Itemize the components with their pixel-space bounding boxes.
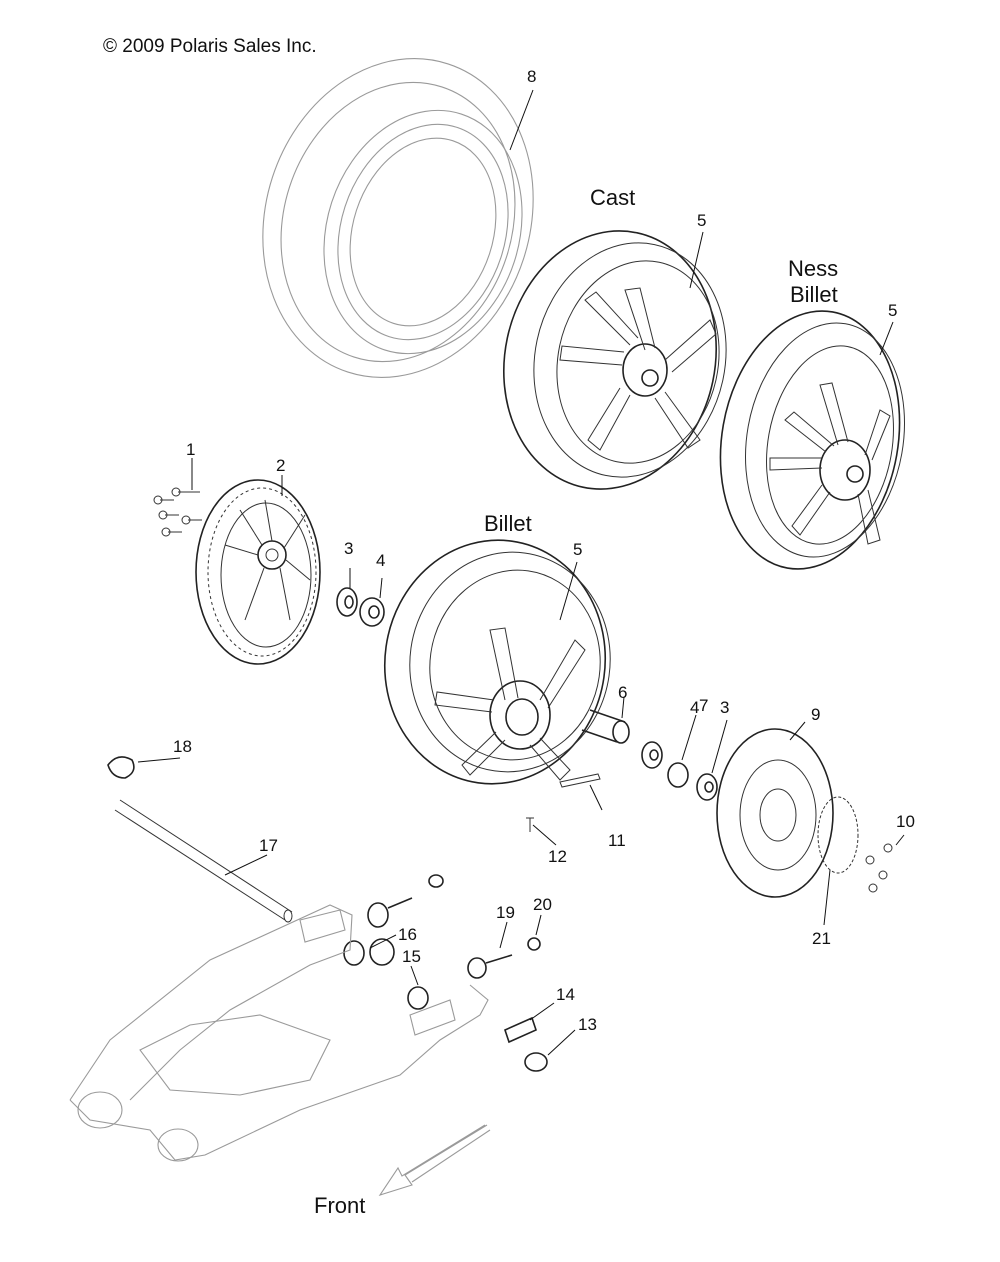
label-ness: Ness — [788, 256, 838, 281]
axle-nut — [524, 1052, 548, 1072]
callout-21: 21 — [812, 929, 831, 948]
adjuster-plate — [504, 1016, 537, 1044]
cast-wheel — [502, 230, 727, 490]
sprocket — [195, 479, 321, 665]
spacer-15 — [407, 986, 429, 1010]
callout-10: 10 — [896, 812, 915, 831]
callout-13: 13 — [578, 1015, 597, 1034]
swingarm-bushing — [343, 938, 395, 966]
disc-bolts — [865, 843, 893, 893]
callout-9: 9 — [811, 705, 820, 724]
chain-adjuster-plug — [107, 756, 135, 779]
callout-17: 17 — [259, 836, 278, 855]
callout-8: 8 — [527, 67, 536, 86]
copyright-text: © 2009 Polaris Sales Inc. — [103, 36, 317, 57]
leader-lines — [137, 89, 905, 1056]
abs-tone-ring — [817, 796, 859, 874]
left-seal — [336, 587, 358, 617]
callout-4-left: 4 — [376, 551, 385, 570]
callout-3-right: 3 — [720, 698, 729, 717]
callout-3-left: 3 — [344, 539, 353, 558]
nut-upper — [428, 874, 444, 888]
right-seal — [696, 773, 718, 801]
axle-spacer — [581, 709, 630, 744]
callout-5-billet: 5 — [573, 540, 582, 559]
label-ness-billet: Billet — [790, 282, 838, 307]
snap-ring — [667, 762, 689, 788]
label-cast: Cast — [590, 185, 635, 210]
callout-4-right: 4 — [690, 698, 699, 717]
callout-7: 7 — [699, 696, 708, 715]
callout-20: 20 — [533, 895, 552, 914]
brake-disc — [716, 728, 834, 898]
callout-1: 1 — [186, 440, 195, 459]
valve-stem — [526, 817, 534, 832]
callout-6: 6 — [618, 683, 627, 702]
balance-weight — [559, 773, 601, 788]
callout-16: 16 — [398, 925, 417, 944]
billet-wheel — [383, 539, 611, 785]
callout-11: 11 — [608, 831, 626, 850]
callout-19: 19 — [496, 903, 515, 922]
rear-axle — [114, 799, 293, 923]
label-billet: Billet — [484, 511, 532, 536]
swingarm — [69, 904, 489, 1162]
callout-5-ness: 5 — [888, 301, 897, 320]
callout-12: 12 — [548, 847, 567, 866]
sprocket-bolts — [153, 487, 202, 537]
left-bearing — [359, 597, 385, 627]
callout-5-cast: 5 — [697, 211, 706, 230]
callout-14: 14 — [556, 985, 575, 1004]
callout-18: 18 — [173, 737, 192, 756]
spacer-upper — [367, 897, 413, 928]
bolt-19 — [467, 954, 513, 979]
callout-2: 2 — [276, 456, 285, 475]
label-front: Front — [314, 1193, 365, 1218]
front-arrow — [378, 1124, 491, 1196]
callout-15: 15 — [402, 947, 421, 966]
tire — [262, 58, 534, 378]
nut-20 — [527, 937, 541, 951]
ness-billet-wheel — [719, 310, 906, 570]
right-bearing — [641, 741, 663, 769]
